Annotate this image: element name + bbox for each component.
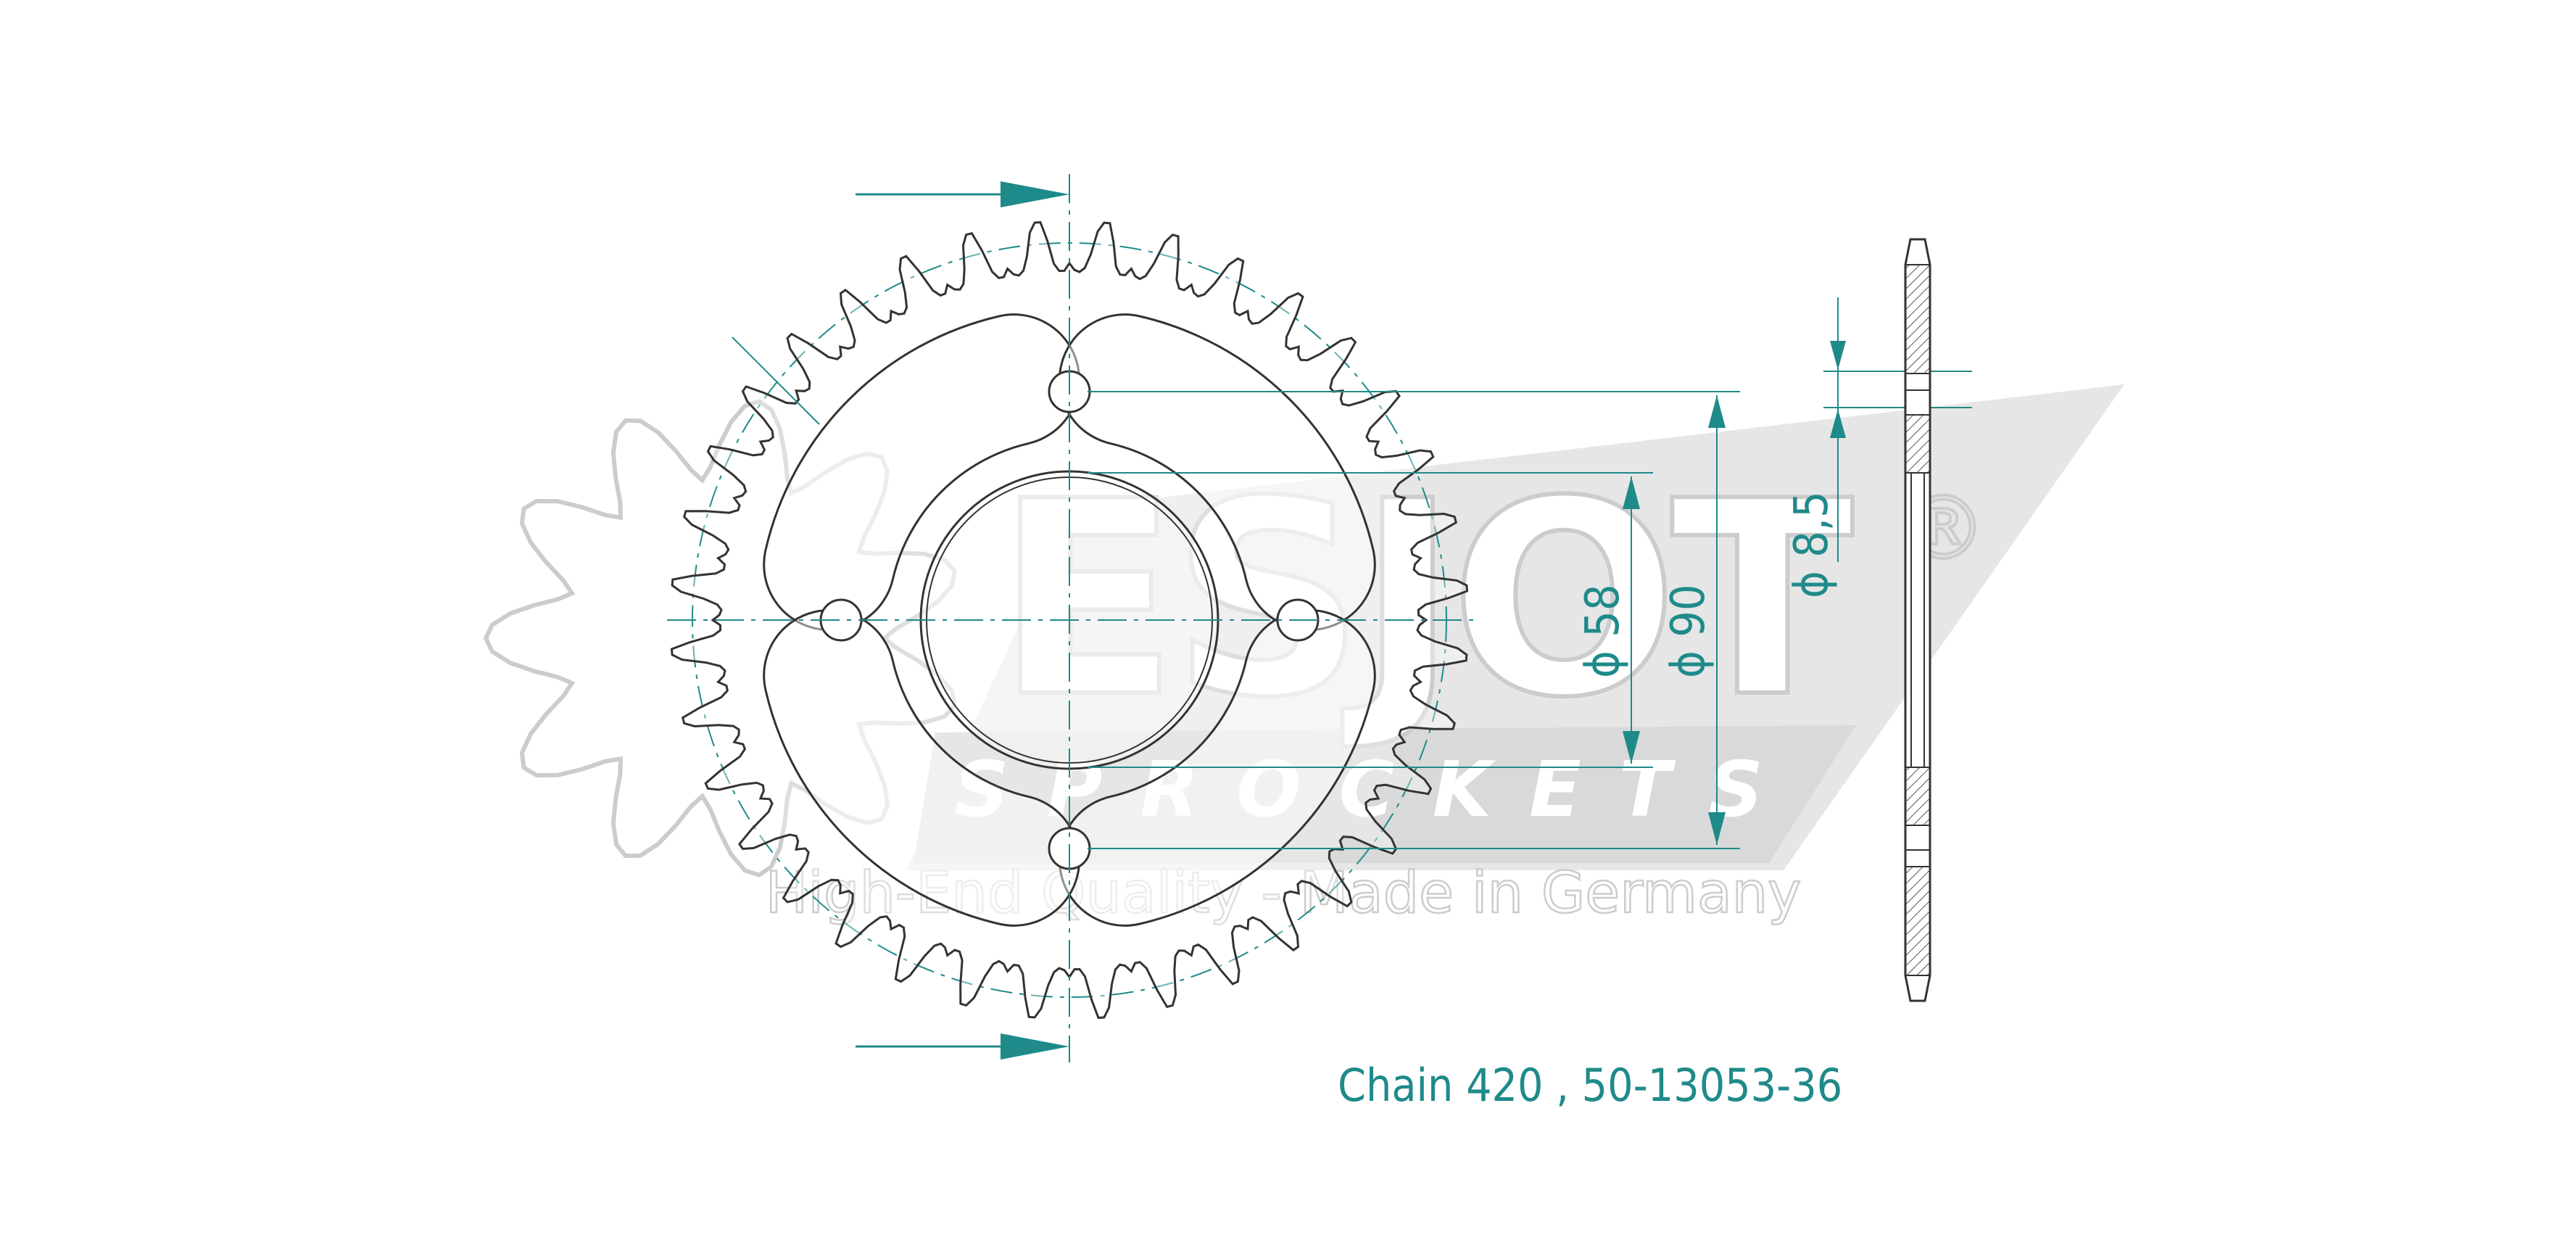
bore-arrow-top (1623, 476, 1640, 509)
tooth-leader-line (732, 337, 820, 425)
sprocket-front-view (667, 174, 1479, 1062)
bolt-circle-diameter-label: ϕ 90 (1662, 585, 1715, 679)
bolt-circle-arrow-bottom (1708, 812, 1726, 845)
section-arrows (856, 181, 1069, 1060)
watermark-gear-outline (483, 399, 957, 878)
side-bore-gap (1910, 472, 1925, 768)
part-caption: Chain 420 , 50-13053-36 (1338, 1059, 1842, 1112)
bolt-circle-arrow-top (1708, 395, 1726, 428)
watermark-tagline: High-End Quality - Made in Germany (766, 861, 1802, 926)
side-hatch-upper (1905, 264, 1931, 374)
thickness-label: ϕ 8,5 (1785, 491, 1839, 598)
section-arrow-bottom-head (1001, 1033, 1069, 1060)
side-hatch-lower (1905, 866, 1931, 976)
side-hatch-lower-inner (1905, 767, 1931, 826)
section-arrow-top-head (1001, 181, 1069, 207)
thickness-arrow-top (1830, 341, 1846, 370)
dimension-lines: ϕ 90 ϕ 58 ϕ 8,5 (1088, 297, 1972, 849)
thickness-arrow-bottom (1830, 409, 1846, 438)
bore-arrow-bottom (1623, 731, 1640, 764)
watermark-product-line: SPROCKETS (954, 746, 1801, 834)
sprocket-side-section-view (1904, 238, 1931, 1002)
watermark-band (914, 725, 1856, 863)
bore-diameter-label: ϕ 58 (1576, 585, 1630, 679)
side-hatch-upper-inner (1905, 414, 1931, 474)
